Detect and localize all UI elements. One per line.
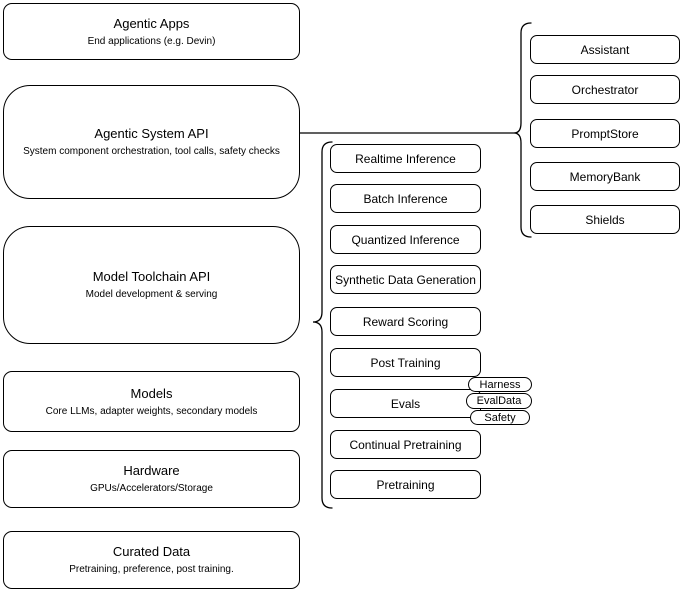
node-agentic-system-api: Agentic System API System component orch… (3, 85, 300, 199)
node-label: Reward Scoring (362, 314, 449, 329)
tag-label: EvalData (476, 395, 522, 407)
node-title: Model Toolchain API (92, 269, 211, 284)
node-subtitle: Pretraining, preference, post training. (69, 564, 234, 575)
node-subtitle: Core LLMs, adapter weights, secondary mo… (45, 405, 258, 417)
tag-evaldata: EvalData (466, 393, 532, 409)
node-label: Shields (585, 212, 625, 227)
node-label: Evals (390, 396, 421, 411)
node-subtitle: System component orchestration, tool cal… (23, 146, 280, 157)
node-model-toolchain-api: Model Toolchain API Model development & … (3, 226, 300, 344)
node-orchestrator: Orchestrator (530, 75, 680, 104)
node-evals: Evals (330, 389, 481, 418)
node-label: Orchestrator (571, 82, 639, 97)
tag-label: Harness (479, 378, 521, 391)
node-quantized-inference: Quantized Inference (330, 225, 481, 254)
tag-harness: Harness (468, 377, 532, 392)
node-label: Quantized Inference (351, 232, 460, 247)
node-title: Agentic Apps (113, 15, 190, 31)
node-title: Curated Data (112, 544, 191, 559)
node-subtitle: Model development & serving (85, 289, 218, 300)
node-label: Assistant (580, 42, 630, 57)
node-hardware: Hardware GPUs/Accelerators/Storage (3, 450, 300, 508)
node-title: Models (130, 385, 173, 401)
node-label: Synthetic Data Generation (335, 272, 476, 287)
node-synthetic-data-generation: Synthetic Data Generation (330, 265, 481, 294)
node-title: Hardware (123, 463, 180, 478)
node-label: Batch Inference (363, 191, 448, 206)
node-subtitle: GPUs/Accelerators/Storage (90, 483, 213, 494)
node-post-training: Post Training (330, 348, 481, 377)
node-continual-pretraining: Continual Pretraining (330, 430, 481, 459)
node-assistant: Assistant (530, 35, 680, 64)
node-label: Realtime Inference (355, 151, 456, 166)
node-batch-inference: Batch Inference (330, 184, 481, 213)
node-title: Agentic System API (94, 126, 209, 141)
node-pretraining: Pretraining (330, 470, 481, 499)
node-memorybank: MemoryBank (530, 162, 680, 191)
node-agentic-apps: Agentic Apps End applications (e.g. Devi… (3, 3, 300, 60)
tag-safety: Safety (470, 410, 530, 425)
tag-label: Safety (484, 411, 516, 424)
node-label: Continual Pretraining (349, 437, 462, 452)
node-label: Pretraining (376, 477, 435, 492)
node-realtime-inference: Realtime Inference (330, 144, 481, 173)
node-curated-data: Curated Data Pretraining, preference, po… (3, 531, 300, 589)
node-label: Post Training (370, 355, 441, 370)
node-models: Models Core LLMs, adapter weights, secon… (3, 371, 300, 432)
node-reward-scoring: Reward Scoring (330, 307, 481, 336)
node-promptstore: PromptStore (530, 119, 680, 148)
node-label: PromptStore (571, 126, 639, 141)
node-label: MemoryBank (569, 169, 641, 184)
node-shields: Shields (530, 205, 680, 234)
components-brace (513, 22, 532, 238)
node-subtitle: End applications (e.g. Devin) (87, 35, 216, 47)
